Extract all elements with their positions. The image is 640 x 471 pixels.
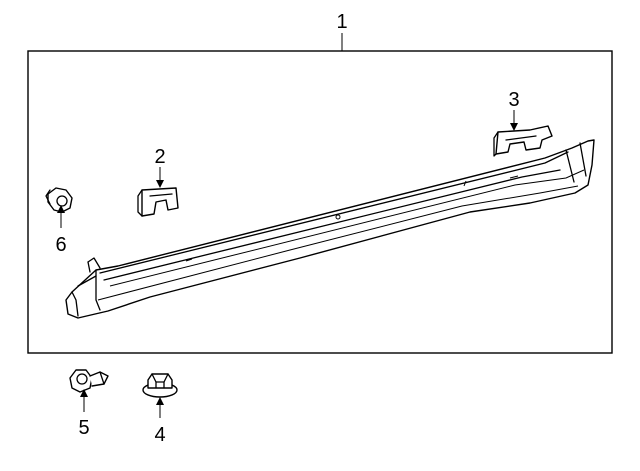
arrow-6 xyxy=(57,205,65,213)
callout-6: 6 xyxy=(55,234,66,256)
nut-4 xyxy=(142,373,178,398)
push-clip-6 xyxy=(45,187,73,213)
arrow-2 xyxy=(156,180,164,188)
mounting-hole xyxy=(335,214,341,220)
arrow-4 xyxy=(156,397,164,405)
callout-3: 3 xyxy=(508,89,519,111)
arrow-5 xyxy=(80,389,88,397)
callout-5: 5 xyxy=(78,417,89,439)
callout-4: 4 xyxy=(154,424,165,446)
arrow-3 xyxy=(510,123,518,131)
callout-2: 2 xyxy=(154,146,165,168)
clip-bracket-2 xyxy=(137,187,179,217)
callout-1: 1 xyxy=(336,11,347,33)
retainer-bracket-3 xyxy=(493,125,553,157)
grommet-5 xyxy=(69,369,109,393)
rocker-panel xyxy=(65,139,595,319)
